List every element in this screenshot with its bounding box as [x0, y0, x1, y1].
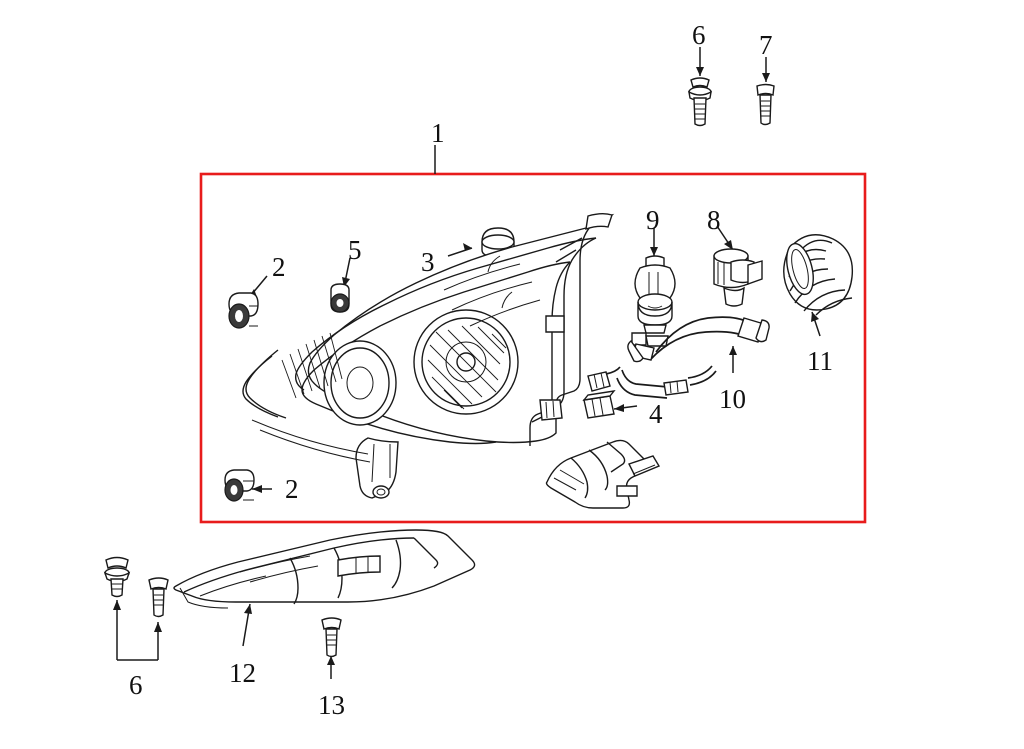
part-grommet-upper — [228, 292, 259, 329]
callout-label-9: 9 — [646, 205, 660, 235]
highlight-box-part-1 — [199, 172, 867, 524]
callout-label-6-upper: 6 — [692, 20, 706, 50]
part-bulb — [631, 255, 676, 347]
part-air-deflector — [173, 529, 476, 609]
part-bolt-flange-upper — [688, 77, 712, 127]
callout-label-11: 11 — [807, 346, 833, 376]
callout-label-12: 12 — [229, 658, 256, 688]
part-bulb-socket — [713, 248, 763, 307]
callout-label-10: 10 — [719, 384, 746, 414]
callout-label-5: 5 — [348, 235, 362, 265]
callout-label-8: 8 — [707, 205, 721, 235]
part-mounting-bracket — [545, 439, 661, 509]
part-clip — [582, 390, 616, 419]
callout-label-7: 7 — [759, 30, 773, 60]
part-grommet-lower — [224, 469, 255, 502]
part-bolt-small-lower — [148, 577, 169, 618]
part-screw — [321, 617, 342, 658]
callout-label-1: 1 — [431, 118, 445, 148]
callout-label-4: 4 — [649, 399, 663, 429]
callout-label-2-lower: 2 — [285, 474, 299, 504]
part-dust-cover — [783, 234, 854, 316]
part-bushing — [330, 283, 350, 313]
callout-label-6-lower: 6 — [129, 670, 143, 700]
part-bolt-flange-lower — [103, 556, 131, 598]
callout-label-3: 3 — [421, 247, 435, 277]
callout-label-13: 13 — [318, 690, 345, 720]
part-headlamp-assembly — [242, 213, 615, 499]
part-bolt-small — [756, 83, 775, 126]
callout-label-2-upper: 2 — [272, 252, 286, 282]
part-wire-harness — [587, 316, 770, 399]
